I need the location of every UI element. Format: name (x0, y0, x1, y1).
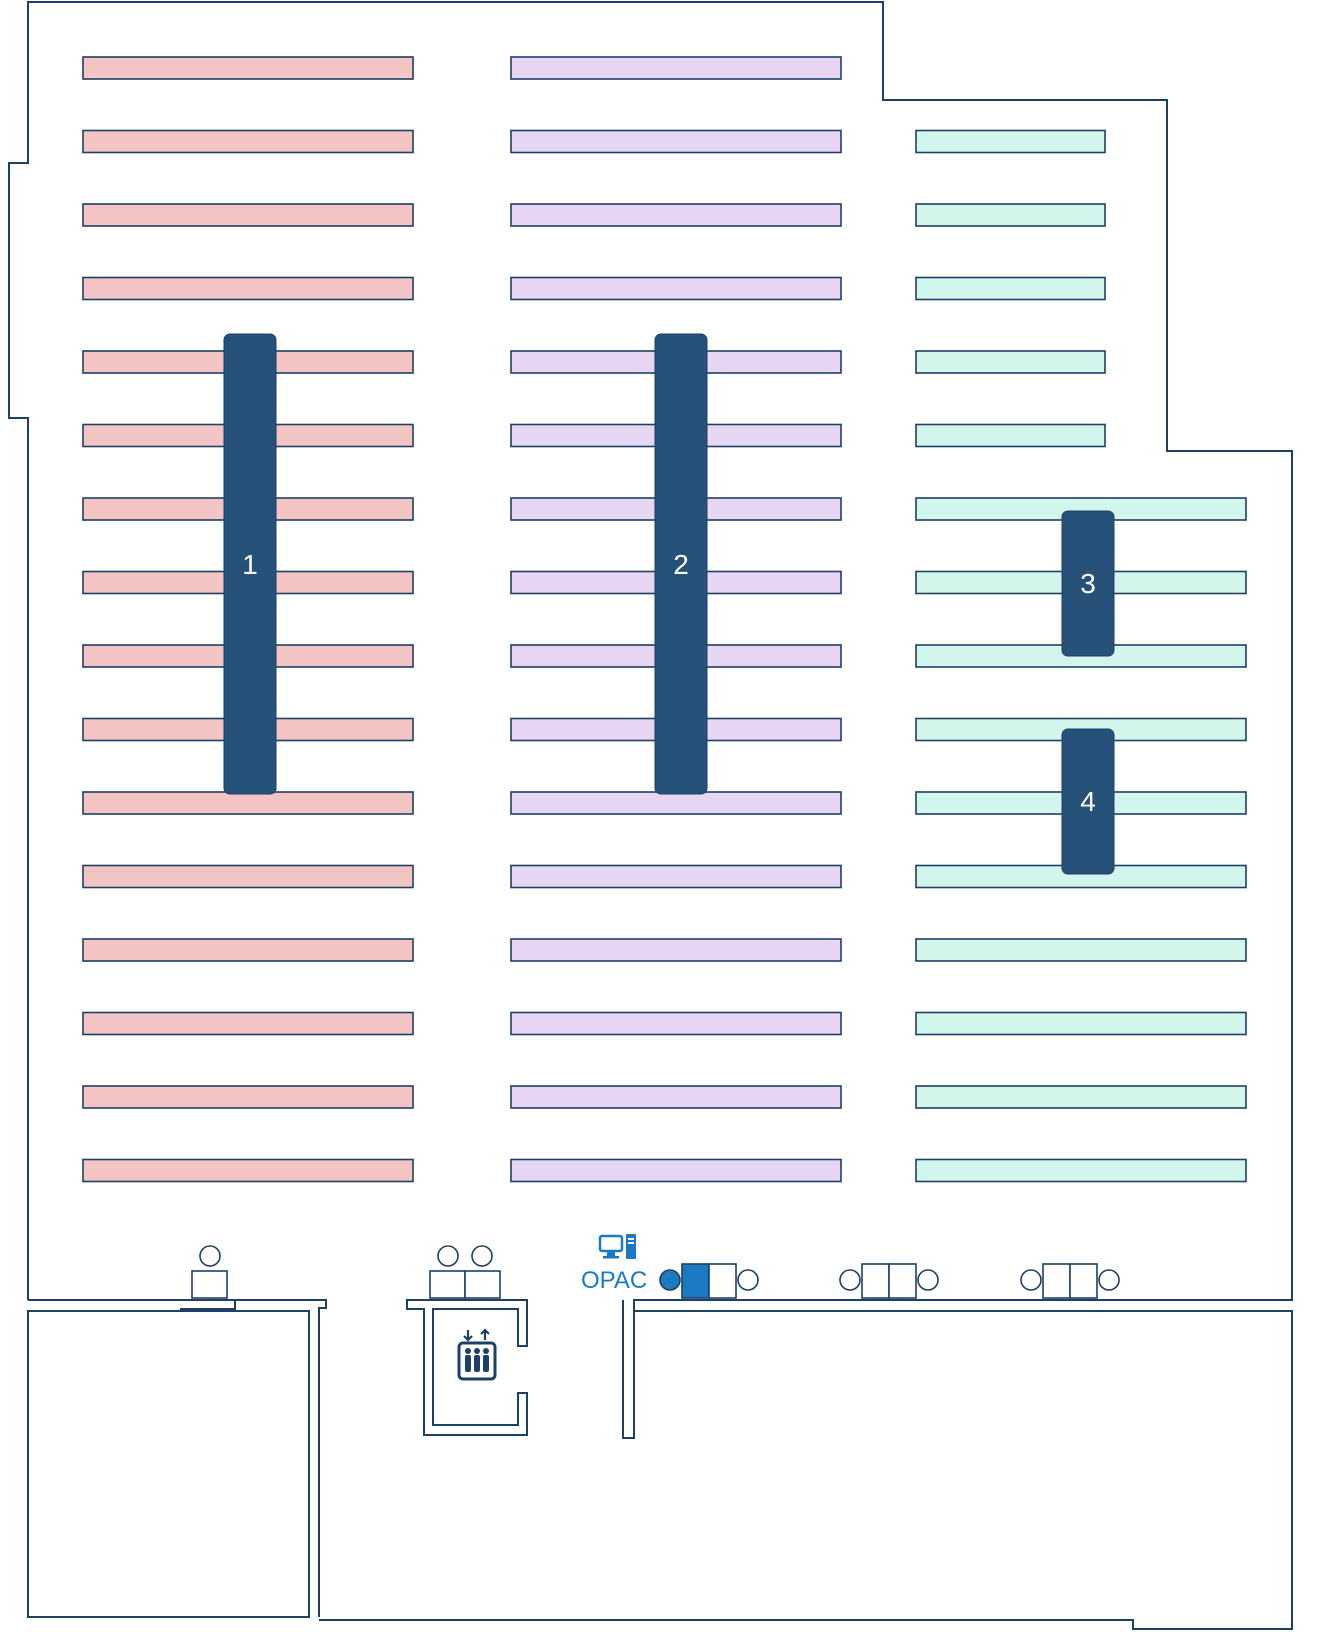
inner-wall-lower-left (28, 1299, 327, 1617)
computer-icon (598, 1234, 636, 1259)
shelf-section-2 (510, 791, 842, 815)
marker-block (1061, 510, 1115, 657)
shelf-section-2 (510, 56, 842, 80)
shelf-section-1 (82, 1158, 414, 1183)
shelf-section-1 (82, 203, 414, 227)
shelf-section-3 (915, 203, 1106, 227)
shelf-section-1 (82, 864, 414, 889)
desk (191, 1270, 228, 1299)
shelf-section-2 (510, 864, 842, 889)
opac-seat (659, 1269, 681, 1291)
shelf-section-2 (510, 203, 842, 227)
desk-counter-left (180, 1299, 236, 1310)
elevator-icon[interactable] (457, 1328, 497, 1381)
markers: 1 2 3 4 (223, 333, 1115, 875)
desk (429, 1270, 466, 1299)
marker-label: 2 (673, 549, 689, 580)
elevator-enclosure (406, 1299, 528, 1436)
marker-block (654, 333, 708, 795)
seat (737, 1269, 759, 1291)
shelf-section-1 (82, 276, 414, 301)
shelf-section-3 (915, 276, 1106, 301)
shelf-section-3 (915, 423, 1106, 448)
shelf-section-2 (510, 1085, 842, 1109)
seat (917, 1269, 939, 1291)
study-table-1 (839, 1263, 939, 1299)
study-table-2 (1020, 1263, 1120, 1299)
seat (437, 1245, 459, 1267)
desk (888, 1263, 917, 1299)
marker-label: 4 (1080, 786, 1096, 817)
desk (861, 1263, 890, 1299)
desk (1042, 1263, 1071, 1299)
shelf-section-3 (915, 350, 1106, 374)
shelf-section-3 (915, 1011, 1247, 1036)
shelf-section-1 (82, 938, 414, 962)
shelf-section-2 (510, 276, 842, 301)
marker-label: 3 (1080, 568, 1096, 599)
shelf-section-3 (915, 938, 1247, 962)
service-desk-left (191, 1245, 228, 1299)
opac-desk (681, 1263, 710, 1299)
opac-station[interactable]: OPAC (581, 1234, 759, 1299)
shelf-section-3 (915, 1158, 1247, 1183)
seat (471, 1245, 493, 1267)
seat (1098, 1269, 1120, 1291)
desk (1069, 1263, 1098, 1299)
shelf-section-1 (82, 56, 414, 80)
shelf-section-1 (82, 791, 414, 815)
shelf-section-2 (510, 938, 842, 962)
service-desk-middle (429, 1245, 501, 1299)
shelf-section-3 (915, 1085, 1247, 1109)
marker-block (1061, 728, 1115, 875)
marker-2[interactable]: 2 (654, 333, 708, 795)
marker-4[interactable]: 4 (1061, 728, 1115, 875)
room-lower-right (319, 1310, 1293, 1630)
room-lower-left (27, 1310, 310, 1618)
marker-label: 1 (242, 549, 258, 580)
shelf-section-1 (82, 129, 414, 154)
desk (464, 1270, 501, 1299)
marker-1[interactable]: 1 (223, 333, 277, 795)
marker-3[interactable]: 3 (1061, 510, 1115, 657)
shelf-section-1 (82, 1011, 414, 1036)
desk (708, 1263, 737, 1299)
opac-label: OPAC (581, 1267, 647, 1294)
shelf-section-2 (510, 1011, 842, 1036)
seat (839, 1269, 861, 1291)
shelf-section-3 (915, 129, 1106, 154)
marker-block (223, 333, 277, 795)
shelf-section-2 (510, 129, 842, 154)
shelf-section-1 (82, 1085, 414, 1109)
seat (1020, 1269, 1042, 1291)
seat (199, 1245, 221, 1267)
shelf-section-2 (510, 1158, 842, 1183)
